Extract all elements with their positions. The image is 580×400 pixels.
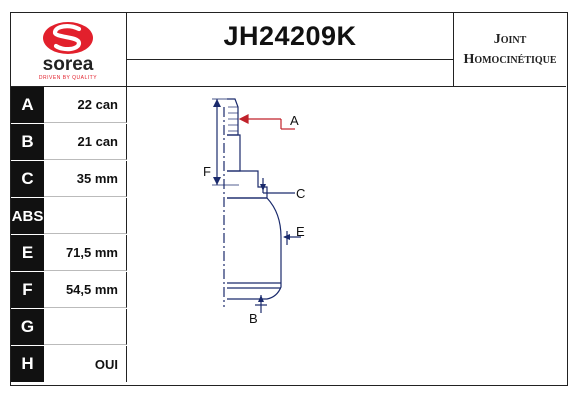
spec-row-h: H OUI [11, 346, 127, 383]
label-c: C [296, 186, 305, 201]
spec-row-e: E 71,5 mm [11, 235, 127, 272]
dim-f-arrow-bottom [213, 177, 221, 185]
spec-key: A [11, 87, 44, 123]
spec-key: E [11, 235, 44, 271]
label-a: A [290, 113, 299, 128]
spec-key: F [11, 272, 44, 308]
spec-row-f: F 54,5 mm [11, 272, 127, 309]
spec-key: C [11, 161, 44, 197]
spec-value [44, 198, 127, 234]
spec-row-c: C 35 mm [11, 161, 127, 198]
spec-row-abs: ABS [11, 198, 127, 235]
shaft-neck [227, 134, 241, 172]
product-type-line1: Joint [493, 31, 527, 47]
spec-value: 35 mm [44, 161, 127, 197]
logo-tagline: DRIVEN BY QUALITY [39, 75, 97, 81]
spec-row-a: A 22 can [11, 87, 127, 124]
sorea-logo: sorea DRIVEN BY QUALITY [39, 22, 97, 81]
bell-housing [227, 197, 282, 300]
logo-wordmark: sorea [43, 54, 94, 75]
leader-c-arrow [260, 184, 266, 191]
leader-e-arrow [283, 234, 290, 240]
spec-value: 22 can [44, 87, 127, 123]
label-f: F [203, 164, 211, 179]
joint-drawing: A F C E B [203, 98, 305, 326]
spec-value: OUI [44, 346, 127, 382]
spec-key: H [11, 346, 44, 382]
spec-key: ABS [11, 198, 44, 234]
spec-key: B [11, 124, 44, 160]
spec-value: 21 can [44, 124, 127, 160]
product-sheet: sorea DRIVEN BY QUALITY JH24209K Joint H… [10, 12, 568, 386]
dim-f-arrow-top [213, 99, 221, 107]
spec-value [44, 309, 127, 345]
leader-c [262, 178, 295, 194]
spec-row-g: G [11, 309, 127, 346]
product-type-line2: Homocinétique [463, 51, 557, 67]
part-number: JH24209K [223, 20, 357, 51]
logo-s-mark [52, 24, 82, 52]
spec-key: G [11, 309, 44, 345]
spec-value: 54,5 mm [44, 272, 127, 308]
splined-shaft [227, 98, 239, 136]
brand-logo-cell: sorea DRIVEN BY QUALITY [11, 13, 127, 87]
spec-table: A 22 can B 21 can C 35 mm ABS E 71,5 mm … [11, 87, 127, 384]
joint-diagram: A F C E B [127, 87, 567, 384]
leader-a-arrow [238, 114, 249, 124]
label-b: B [249, 311, 258, 326]
product-type-cell: Joint Homocinétique [454, 13, 566, 87]
subtitle-cell [127, 60, 454, 87]
label-e: E [296, 224, 305, 239]
leader-b-arrow [258, 295, 264, 302]
spec-row-b: B 21 can [11, 124, 127, 161]
part-number-cell: JH24209K [127, 13, 454, 60]
spec-value: 71,5 mm [44, 235, 127, 271]
